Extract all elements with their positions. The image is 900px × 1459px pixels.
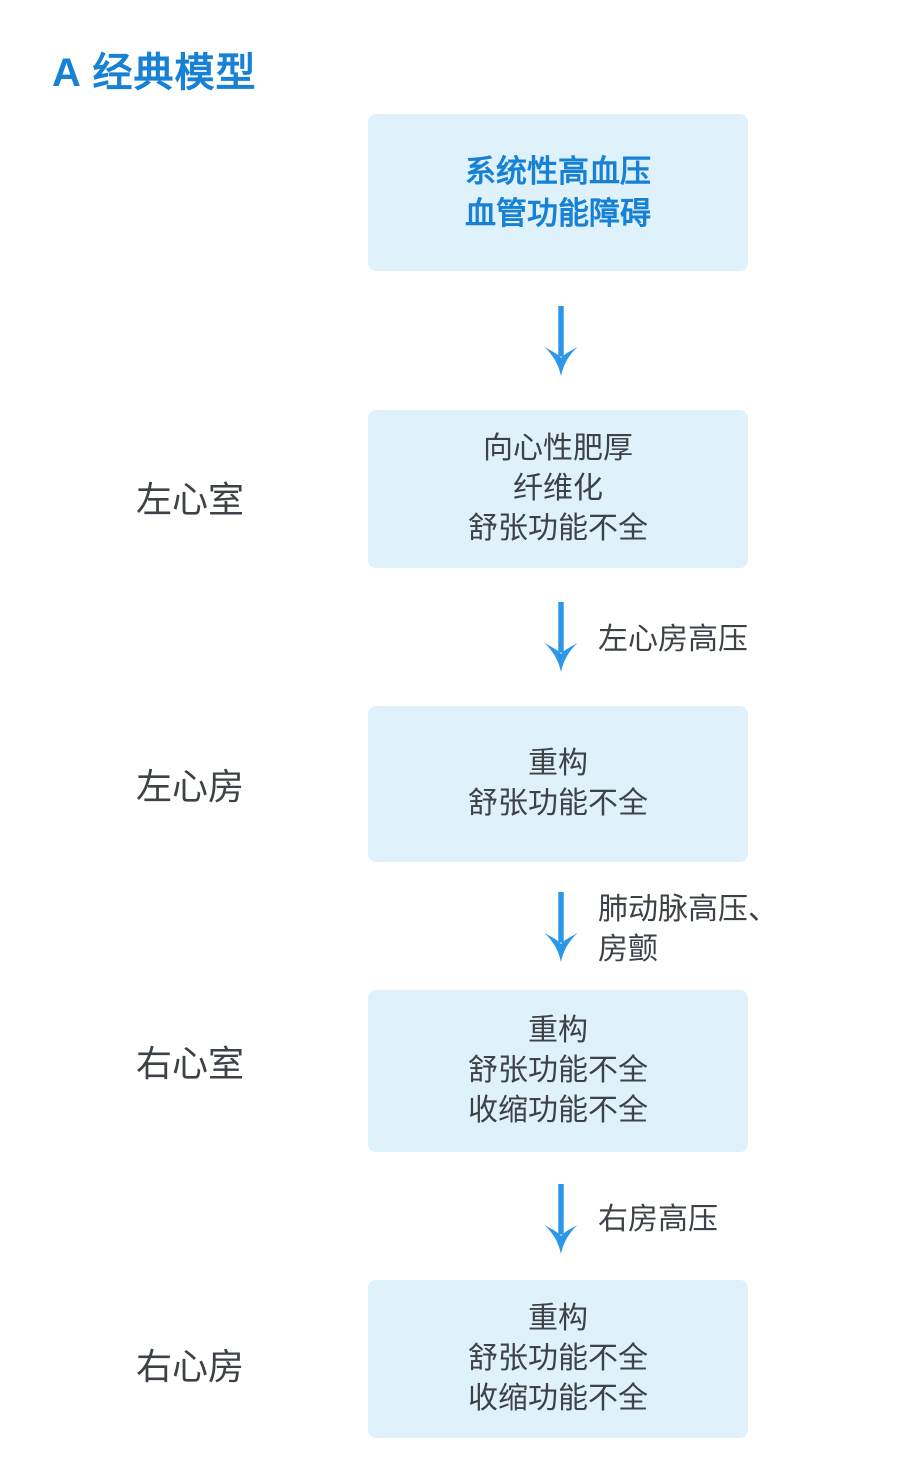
row-label-left-atrium: 左心房 — [136, 766, 245, 807]
down-arrow-icon — [541, 892, 581, 964]
node-line: 重构 — [528, 747, 588, 780]
row-label-right-atrium: 右心房 — [136, 1346, 245, 1387]
node-line: 收缩功能不全 — [468, 1094, 648, 1127]
node-line: 舒张功能不全 — [468, 1342, 648, 1375]
node-line: 重构 — [528, 1302, 588, 1335]
arrow-label-line: 肺动脉高压、 — [598, 893, 778, 926]
flow-node-left-atrium: 重构 舒张功能不全 — [368, 706, 748, 862]
node-line: 舒张功能不全 — [468, 787, 648, 820]
node-line: 收缩功能不全 — [468, 1382, 648, 1415]
node-line: 系统性高血压 — [465, 153, 651, 189]
node-line: 重构 — [528, 1014, 588, 1047]
down-arrow-icon — [541, 306, 581, 378]
flow-node-systemic-hypertension: 系统性高血压 血管功能障碍 — [368, 114, 748, 271]
down-arrow-icon — [541, 1184, 581, 1256]
node-line: 血管功能障碍 — [465, 195, 651, 231]
node-line: 纤维化 — [513, 472, 603, 505]
arrow-label-left-atrial-hypertension: 左心房高压 — [598, 623, 748, 656]
down-arrow-icon — [541, 602, 581, 674]
node-line: 向心性肥厚 — [483, 432, 633, 465]
node-line: 舒张功能不全 — [468, 1054, 648, 1087]
flow-node-right-atrium: 重构 舒张功能不全 收缩功能不全 — [368, 1280, 748, 1438]
node-line: 舒张功能不全 — [468, 512, 648, 545]
arrow-label-pulmonary-hypertension-afib: 肺动脉高压、 房颤 — [598, 890, 778, 970]
page-title: A 经典模型 — [52, 51, 257, 95]
arrow-label-right-atrial-hypertension: 右房高压 — [598, 1203, 718, 1236]
row-label-left-ventricle: 左心室 — [136, 479, 245, 520]
flow-node-left-ventricle: 向心性肥厚 纤维化 舒张功能不全 — [368, 410, 748, 568]
arrow-label-line: 房颤 — [598, 933, 658, 966]
row-label-right-ventricle: 右心室 — [136, 1043, 245, 1084]
flow-node-right-ventricle: 重构 舒张功能不全 收缩功能不全 — [368, 990, 748, 1152]
